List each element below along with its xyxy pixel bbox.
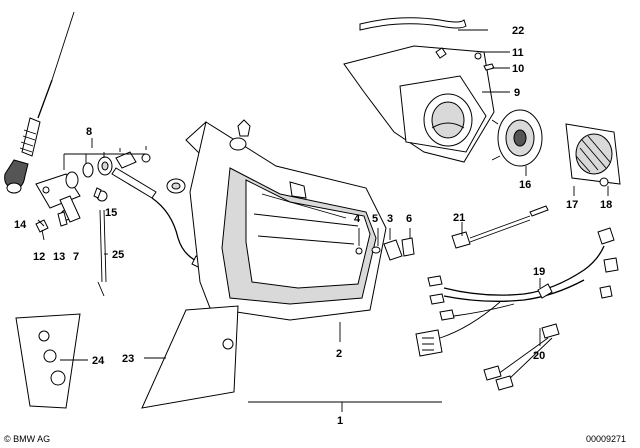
callout-7: 7 [73,251,79,263]
callout-25: 25 [112,249,124,261]
callout-11: 11 [512,47,524,59]
hardware-chain [63,138,151,189]
trim-panel-23 [141,305,239,409]
callout-23: 23 [122,353,134,365]
callout-9: 9 [514,87,520,99]
callout-8: 8 [86,126,92,138]
callout-20: 20 [533,350,545,362]
brand-copyright: © BMW AG [4,434,50,444]
antenna-assembly [4,11,75,194]
callout-3: 3 [387,213,393,225]
callout-10: 10 [512,63,524,75]
speaker-grille [565,123,621,187]
callout-2: 2 [336,348,342,360]
callout-5: 5 [372,213,378,225]
callout-12: 12 [33,251,45,263]
callout-22: 22 [512,25,524,37]
callout-24: 24 [92,355,105,367]
callout-1: 1 [337,415,343,427]
trim-panel-24 [15,313,81,409]
image-number: 00009271 [586,434,626,444]
wiring-harness [415,205,619,391]
callout-17: 17 [566,199,578,211]
callout-15: 15 [105,207,117,219]
housing-console [185,121,387,321]
small-parts [355,228,415,261]
callout-19: 19 [533,266,545,278]
loudspeaker [491,109,543,167]
callout-13: 13 [53,251,65,263]
callout-6: 6 [406,213,412,225]
speaker-housing [343,17,495,163]
callout-16: 16 [519,179,531,191]
callout-14: 14 [14,219,27,231]
callout-4: 4 [354,213,361,225]
screws-left [35,211,68,241]
callout-21: 21 [453,212,465,224]
leader-lines [37,29,609,412]
housing-hardware [166,119,251,194]
callout-18: 18 [600,199,612,211]
callouts: 1 2 3 4 5 6 7 8 9 10 11 12 13 14 15 16 1… [14,25,612,427]
